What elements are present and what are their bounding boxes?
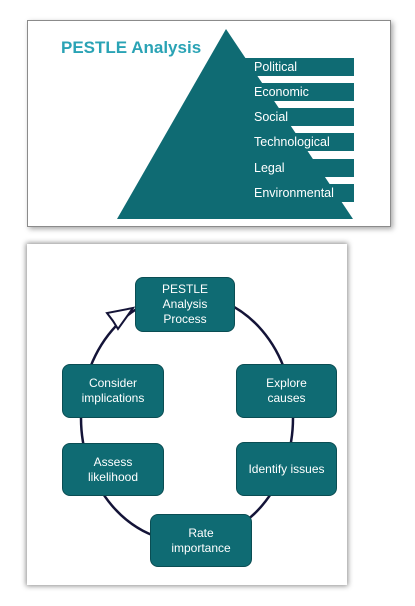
node-assess-likelihood-line-2: likelihood [87, 469, 139, 484]
pestle-process-panel: PESTLE Analysis Process Explore causes I… [27, 244, 347, 585]
factor-economic: Economic [244, 83, 354, 101]
node-rate-importance: Rate importance [150, 514, 252, 567]
factor-political: Political [244, 58, 354, 76]
factor-legal: Legal [244, 159, 354, 177]
node-identify-issues: Identify issues [236, 442, 337, 496]
node-explore-causes-line-1: Explore [266, 376, 307, 390]
node-consider-implications: Consider implications [62, 364, 164, 418]
node-pestle-analysis-process: PESTLE Analysis Process [135, 277, 235, 332]
node-pestle-analysis-process-line-2: Analysis [162, 297, 208, 311]
node-pestle-analysis-process-line-1: PESTLE [161, 282, 209, 296]
node-consider-implications-line-1: Consider [88, 376, 137, 390]
factor-technological: Technological [244, 133, 354, 151]
factor-social: Social [244, 108, 354, 126]
pestle-title: PESTLE Analysis [61, 38, 202, 57]
node-assess-likelihood: Assess likelihood [62, 443, 164, 496]
node-rate-importance-line-1: Rate [188, 525, 214, 540]
node-pestle-analysis-process-line-3: Process [163, 312, 207, 326]
cycle-arrowhead [105, 306, 136, 331]
factor-environmental: Environmental [244, 184, 354, 202]
node-identify-issues-line-1: Identify issues [248, 461, 325, 476]
node-assess-likelihood-line-1: Assess [93, 454, 133, 469]
node-explore-causes: Explore causes [236, 364, 337, 418]
node-rate-importance-line-2: importance [171, 540, 231, 555]
node-explore-causes-line-2: causes [267, 391, 306, 405]
node-consider-implications-line-2: implications [81, 391, 145, 405]
pestle-pyramid-panel: PESTLE Analysis Political Economic Socia… [27, 20, 391, 227]
